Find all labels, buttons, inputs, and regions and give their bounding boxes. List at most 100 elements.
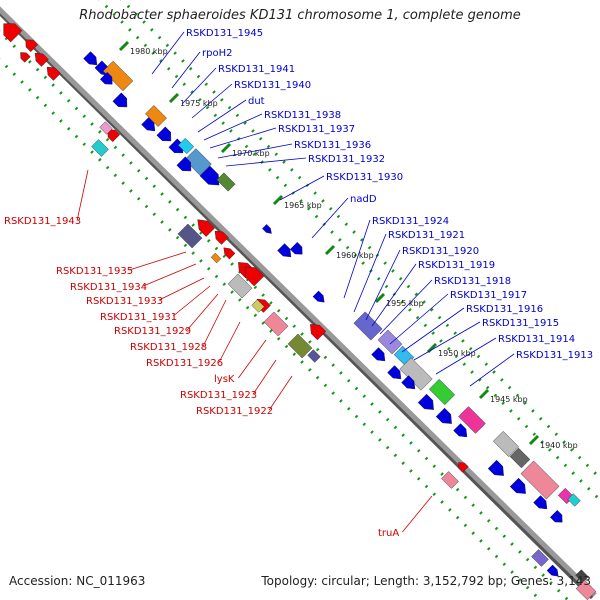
reverse-leader xyxy=(238,339,267,379)
tick-mark xyxy=(478,388,490,400)
forward-gene-28 xyxy=(567,493,581,507)
reverse-gene-4 xyxy=(20,52,31,63)
reverse-gene-label: RSKD131_1935 xyxy=(56,266,133,277)
forward-gene-26-shape xyxy=(520,460,560,500)
reverse-gene-1 xyxy=(25,39,39,53)
forward-gene-12 xyxy=(216,172,236,192)
forward-gene-32-shape xyxy=(417,393,434,410)
forward-gene-2 xyxy=(102,60,134,92)
forward-gene-14 xyxy=(262,224,272,234)
map-title: Rhodobacter sphaeroides KD131 chromosome… xyxy=(79,8,521,23)
forward-gene-6 xyxy=(141,117,156,132)
reverse-gene-label: RSKD131_1933 xyxy=(86,296,163,307)
forward-leader xyxy=(151,31,185,75)
forward-leader xyxy=(225,157,307,167)
forward-gene-label: nadD xyxy=(350,194,377,205)
reverse-leader xyxy=(159,277,205,301)
forward-gene-30 xyxy=(387,365,402,380)
forward-leader xyxy=(171,51,201,89)
reverse-gene-label: RSKD131_1931 xyxy=(100,312,177,323)
reverse-gene-8 xyxy=(177,223,203,249)
forward-gene-0 xyxy=(83,51,98,66)
reverse-leader xyxy=(172,285,211,317)
forward-gene-11 xyxy=(199,165,220,186)
reverse-gene-18 xyxy=(263,311,289,337)
forward-gene-14-shape xyxy=(262,224,272,234)
forward-leader xyxy=(413,321,481,361)
forward-gene-18 xyxy=(353,311,383,341)
accession-text: Accession: NC_011963 xyxy=(9,574,146,588)
reverse-gene-20-shape xyxy=(310,324,327,341)
reverse-gene-20 xyxy=(310,324,327,341)
reverse-gene-10-shape xyxy=(214,230,229,245)
dot-line-3 xyxy=(0,29,570,600)
forward-leader xyxy=(203,113,263,141)
forward-gene-9-shape xyxy=(177,137,195,155)
reverse-gene-1-shape xyxy=(25,39,39,53)
forward-gene-35-shape xyxy=(487,459,504,476)
forward-gene-16-shape xyxy=(289,241,303,255)
forward-gene-21-shape xyxy=(399,357,433,391)
forward-gene-21 xyxy=(399,357,433,391)
reverse-gene-12 xyxy=(223,247,236,260)
forward-gene-label: dut xyxy=(248,96,265,107)
forward-leader xyxy=(209,127,277,149)
forward-gene-label: RSKD131_1941 xyxy=(218,64,295,75)
forward-gene-37 xyxy=(533,495,548,510)
reverse-leader xyxy=(143,263,197,287)
forward-gene-31-shape xyxy=(401,375,416,390)
forward-gene-2-shape xyxy=(102,60,134,92)
forward-gene-40-shape xyxy=(546,564,559,577)
forward-gene-33-shape xyxy=(435,407,452,424)
reverse-gene-15 xyxy=(227,273,253,299)
reverse-gene-19-shape xyxy=(287,333,313,359)
tick-label: 1950 kbp xyxy=(438,349,476,358)
forward-gene-3-shape xyxy=(99,71,113,85)
reverse-gene-14 xyxy=(244,266,265,287)
reverse-gene-4-shape xyxy=(20,52,31,63)
dot-line-1 xyxy=(0,57,542,600)
forward-gene-26 xyxy=(520,460,560,500)
reverse-gene-0 xyxy=(3,23,23,43)
forward-gene-12-shape xyxy=(216,172,236,192)
reverse-gene-7 xyxy=(99,121,113,135)
reverse-gene-7-shape xyxy=(99,121,113,135)
reverse-gene-8-shape xyxy=(177,223,203,249)
reverse-leader xyxy=(202,299,227,347)
reverse-gene-2 xyxy=(34,52,49,67)
forward-gene-16 xyxy=(289,241,303,255)
forward-gene-39-shape xyxy=(531,549,549,567)
reverse-gene-label: RSKD131_1934 xyxy=(70,282,147,293)
tick-mark xyxy=(426,342,438,354)
forward-gene-label: RSKD131_1938 xyxy=(264,110,341,121)
forward-gene-4-shape xyxy=(112,92,128,108)
forward-gene-33 xyxy=(435,407,452,424)
tick-label: 1945 kbp xyxy=(490,395,528,404)
forward-gene-34-shape xyxy=(453,423,468,438)
forward-leader xyxy=(181,67,217,105)
tick-mark xyxy=(374,292,386,304)
reverse-gene-12-shape xyxy=(223,247,236,260)
reverse-gene-18-shape xyxy=(263,311,289,337)
forward-gene-label: RSKD131_1940 xyxy=(234,80,311,91)
forward-leader xyxy=(197,99,247,133)
tick-label: 1975 kbp xyxy=(180,99,218,108)
tick-mark xyxy=(118,40,130,52)
forward-gene-22-shape xyxy=(428,378,456,406)
forward-gene-9 xyxy=(177,137,195,155)
reverse-gene-3-shape xyxy=(46,66,61,81)
forward-leader xyxy=(435,337,497,375)
forward-gene-38-shape xyxy=(549,509,563,523)
tick-mark xyxy=(168,92,180,104)
forward-leader xyxy=(371,263,417,327)
forward-leader xyxy=(279,175,325,201)
tick-mark xyxy=(272,194,284,206)
forward-gene-31 xyxy=(401,375,416,390)
forward-gene-7 xyxy=(156,126,172,142)
forward-gene-label: RSKD131_1937 xyxy=(278,124,355,135)
reverse-gene-22 xyxy=(441,471,459,489)
reverse-leader xyxy=(218,321,241,363)
forward-gene-11-shape xyxy=(199,165,220,186)
forward-gene-5 xyxy=(145,105,167,127)
